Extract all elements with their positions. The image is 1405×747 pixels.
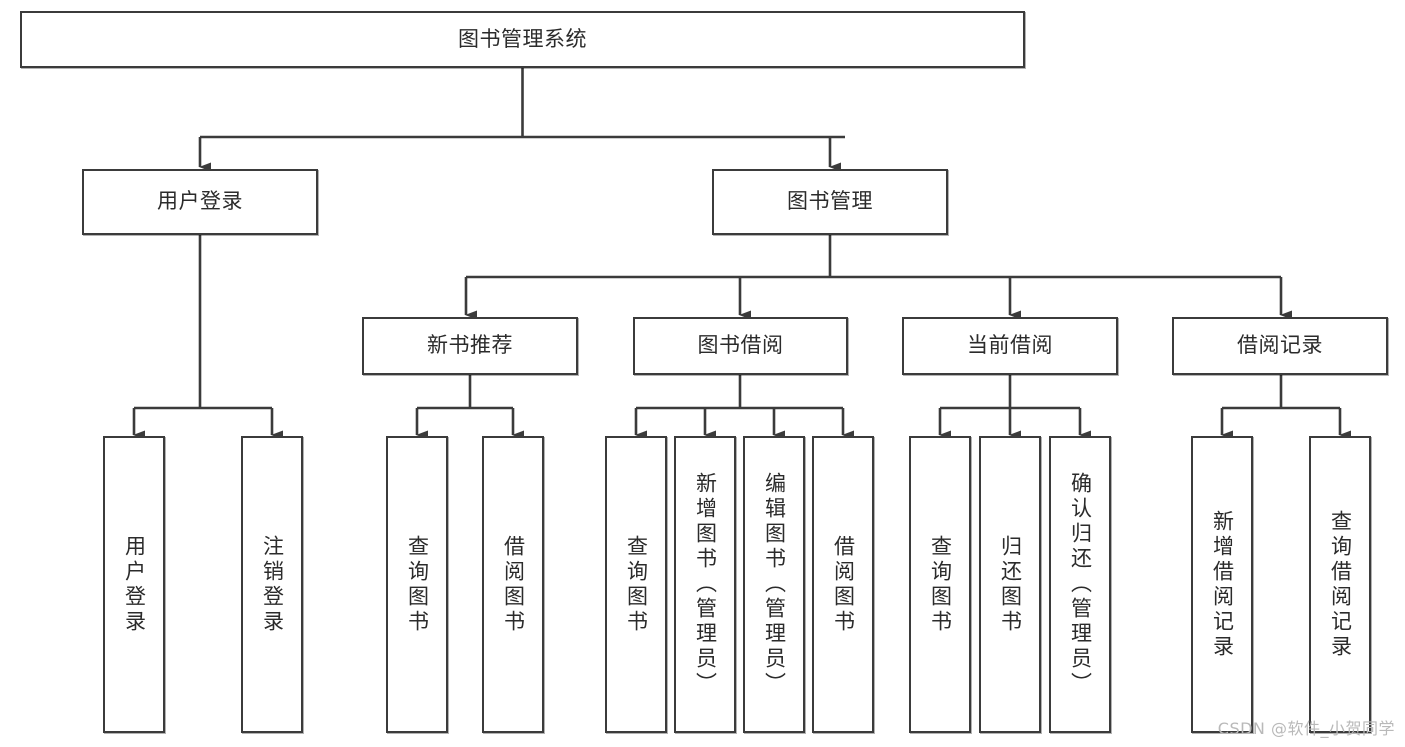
node-leaf-query-book-new[interactable]: 查询图书 xyxy=(386,436,448,733)
node-leaf-user-login[interactable]: 用户登录 xyxy=(103,436,165,733)
node-leaf-logout[interactable]: 注销登录 xyxy=(241,436,303,733)
node-leaf-return-book[interactable]: 归还图书 xyxy=(979,436,1041,733)
node-leaf-query-book-borrow[interactable]: 查询图书 xyxy=(605,436,667,733)
node-leaf-query-book-current-label: 查询图书 xyxy=(928,534,953,635)
node-user-login[interactable]: 用户登录 xyxy=(82,169,318,235)
node-new-book-recommend-label: 新书推荐 xyxy=(427,333,513,358)
node-new-book-recommend[interactable]: 新书推荐 xyxy=(362,317,578,375)
watermark-text: CSDN @软件_小贺同学 xyxy=(1217,719,1395,738)
node-leaf-user-login-label: 用户登录 xyxy=(122,534,147,635)
node-leaf-add-book[interactable]: 新增图书（管理员） xyxy=(674,436,736,733)
node-leaf-logout-label: 注销登录 xyxy=(260,534,285,635)
node-borrow-records[interactable]: 借阅记录 xyxy=(1172,317,1388,375)
node-user-login-label: 用户登录 xyxy=(157,189,243,214)
node-leaf-edit-book-label: 编辑图书（管理员） xyxy=(762,472,787,697)
node-leaf-add-borrow-record-label: 新增借阅记录 xyxy=(1210,509,1235,660)
node-leaf-add-book-label: 新增图书（管理员） xyxy=(693,472,718,697)
node-leaf-confirm-return-label: 确认归还（管理员） xyxy=(1068,472,1093,697)
node-leaf-borrow-book-new[interactable]: 借阅图书 xyxy=(482,436,544,733)
node-leaf-query-book-new-label: 查询图书 xyxy=(405,534,430,635)
node-leaf-query-borrow-record-label: 查询借阅记录 xyxy=(1328,509,1353,660)
node-leaf-edit-book[interactable]: 编辑图书（管理员） xyxy=(743,436,805,733)
node-root-label: 图书管理系统 xyxy=(458,26,587,51)
node-borrow-records-label: 借阅记录 xyxy=(1237,333,1323,358)
node-leaf-query-book-current[interactable]: 查询图书 xyxy=(909,436,971,733)
node-leaf-return-book-label: 归还图书 xyxy=(998,534,1023,635)
node-leaf-query-book-borrow-label: 查询图书 xyxy=(624,534,649,635)
node-leaf-add-borrow-record[interactable]: 新增借阅记录 xyxy=(1191,436,1253,733)
node-current-borrow-label: 当前借阅 xyxy=(967,333,1053,358)
node-book-management[interactable]: 图书管理 xyxy=(712,169,948,235)
node-leaf-borrow-book-new-label: 借阅图书 xyxy=(501,534,526,635)
node-current-borrow[interactable]: 当前借阅 xyxy=(902,317,1118,375)
node-leaf-borrow-book[interactable]: 借阅图书 xyxy=(812,436,874,733)
node-leaf-query-borrow-record[interactable]: 查询借阅记录 xyxy=(1309,436,1371,733)
node-book-borrow-label: 图书借阅 xyxy=(697,333,784,358)
node-book-borrow[interactable]: 图书借阅 xyxy=(633,317,848,375)
node-root[interactable]: 图书管理系统 xyxy=(20,11,1025,68)
node-leaf-borrow-book-label: 借阅图书 xyxy=(831,534,856,635)
node-book-management-label: 图书管理 xyxy=(787,189,873,214)
node-leaf-confirm-return[interactable]: 确认归还（管理员） xyxy=(1049,436,1111,733)
